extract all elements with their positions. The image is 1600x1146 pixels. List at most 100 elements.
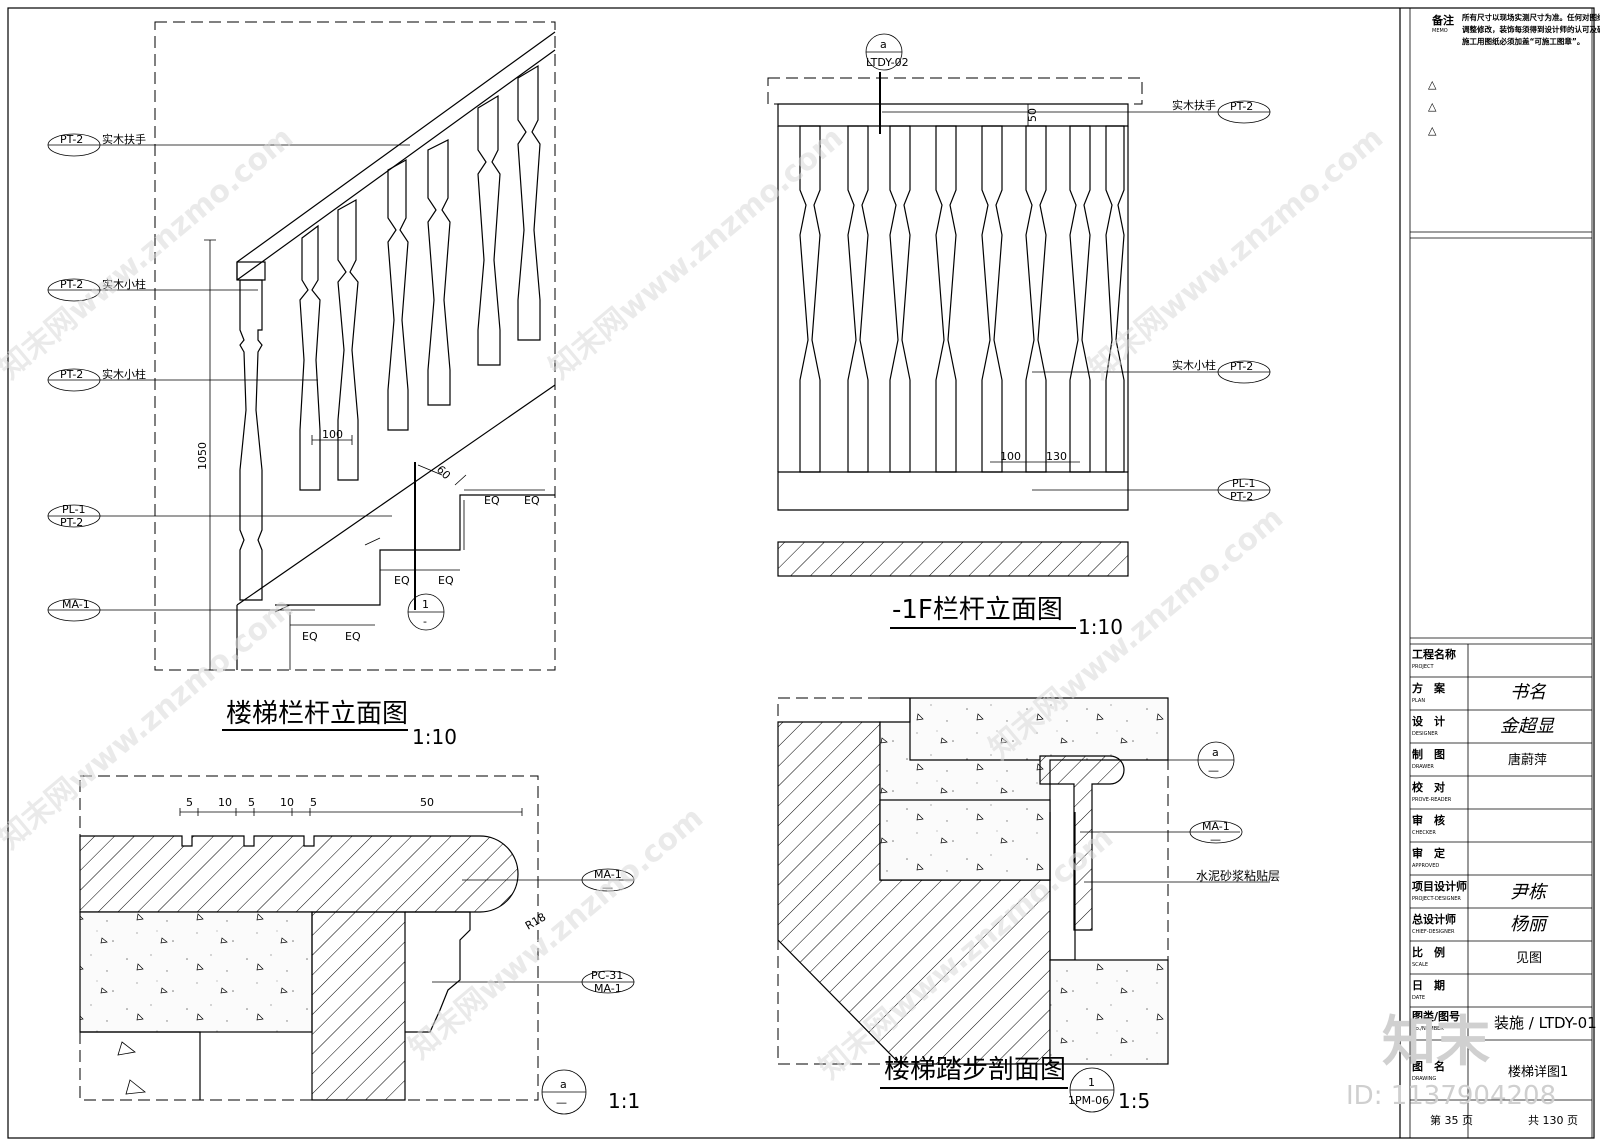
stair-elevation-scale: 1:10 xyxy=(412,725,457,749)
stair-dim-eq-5: EQ xyxy=(484,494,500,507)
memo-line-2: 调整修改，装饰每须得到设计师的认可及确认。 xyxy=(1462,24,1600,34)
tb-row-plan-label: 方 案 xyxy=(1412,681,1446,695)
tread-dim-5c: 5 xyxy=(310,796,317,809)
section-detail-marker-bottom: — xyxy=(1208,764,1219,777)
tread-tag-ma1-sub: — xyxy=(602,881,613,894)
tb-row-projdesigner-sub: PROJECT-DESIGNER xyxy=(1412,896,1461,902)
tread-tag-ma1: MA-1 xyxy=(594,868,622,881)
tread-detail-marker-top: a xyxy=(560,1078,567,1091)
stair-dim-eq-1: EQ xyxy=(302,630,318,643)
tb-row-number-sub: No./NUMBER xyxy=(1412,1026,1444,1032)
rail-elevation-drawing xyxy=(767,33,1143,577)
tag-pl1: PL-1 xyxy=(62,503,86,516)
stair-dim-100: 100 xyxy=(322,428,343,441)
rail-tag-pl1: PL-1 xyxy=(1232,477,1256,490)
tread-detail-leaders xyxy=(432,868,635,994)
stair-dim-eq-3: EQ xyxy=(394,574,410,587)
tb-row-prove-label: 校 对 xyxy=(1412,780,1445,794)
rail-tag-baluster-note: 实木小柱 xyxy=(1172,358,1216,372)
stair-dim-1050: 1050 xyxy=(196,442,209,470)
tb-row-project-sub: PROJECT xyxy=(1412,664,1435,670)
rail-dim-130: 130 xyxy=(1046,450,1067,463)
rail-dim-100: 100 xyxy=(1000,450,1021,463)
revision-mark-3: △ xyxy=(1428,124,1437,137)
sheet-border xyxy=(7,7,1595,1139)
section-tag-ma1: MA-1 xyxy=(1202,820,1230,833)
tread-tag-pc31: PC-31 xyxy=(591,969,623,982)
rail-leaders xyxy=(882,100,1271,502)
watermark-logo: 知末 xyxy=(1382,1010,1490,1073)
section-detail-marker-top: a xyxy=(1212,746,1219,759)
rail-dim-50: 50 xyxy=(1026,108,1039,122)
tag-pt2-handrail-note: 实木扶手 xyxy=(102,132,146,146)
section-tag-ma1-sub: — xyxy=(1210,833,1221,846)
stair-dim-eq-2: EQ xyxy=(345,630,361,643)
revision-mark-1: △ xyxy=(1428,78,1437,91)
tb-row-chief-sub: CHIEF-DESIGNER xyxy=(1412,929,1455,935)
rail-elevation-title: -1F栏杆立面图 xyxy=(892,595,1063,625)
memo-label: 备注 xyxy=(1431,13,1454,27)
tb-row-scale-value: 见图 xyxy=(1516,951,1542,966)
tb-row-drawer-label: 制 图 xyxy=(1412,747,1445,761)
section-note-mortar: 水泥砂浆粘贴层 xyxy=(1196,868,1280,883)
stair-dim-eq-4: EQ xyxy=(438,574,454,587)
tag-ma1: MA-1 xyxy=(62,598,90,611)
title-block-rows xyxy=(1410,676,1592,1101)
tb-row-checker-label: 审 核 xyxy=(1412,813,1445,827)
tread-dim-5b: 5 xyxy=(248,796,255,809)
memo-line-1: 所有尺寸以现场实测尺寸为准。任何对图纸的 xyxy=(1462,12,1600,22)
stair-leaders xyxy=(47,133,445,631)
tb-row-approved-label: 审 定 xyxy=(1412,846,1445,860)
tread-dim-10a: 10 xyxy=(218,796,232,809)
rail-marker-top: a xyxy=(880,38,887,51)
tb-row-plan-signature: 书名 xyxy=(1510,682,1547,703)
tb-row-drawer-sub: DRAWER xyxy=(1412,764,1434,770)
tag-pt2-baluster-note: 实木小柱 xyxy=(102,367,146,381)
revision-mark-2: △ xyxy=(1428,100,1437,113)
memo-line-3: 施工用图纸必须加盖“可施工图章”。 xyxy=(1462,36,1584,46)
stair-section-marker-bottom: - xyxy=(423,615,427,628)
section-marker-bottom: 1PM-06 xyxy=(1068,1094,1109,1107)
tb-row-designer-signature: 金超显 xyxy=(1500,716,1555,737)
tread-section-drawing xyxy=(777,697,1235,1113)
tag-pt2-newel: PT-2 xyxy=(60,278,83,291)
tag-pt2-baluster: PT-2 xyxy=(60,368,83,381)
stair-section-marker-top: 1 xyxy=(422,598,429,611)
tread-detail-marker-bottom: — xyxy=(556,1096,567,1109)
tread-detail-scale: 1:1 xyxy=(608,1089,640,1113)
title-block-frame xyxy=(1399,8,1593,1138)
tread-section-title: 楼梯踏步剖面图 xyxy=(884,1055,1066,1085)
watermark-text-3: 知末网www.znzmo.com xyxy=(1083,120,1390,386)
tread-tag-pc31-sub: MA-1 xyxy=(594,982,622,995)
tread-detail-drawing xyxy=(79,775,587,1115)
tb-row-checker-sub: CHECKER xyxy=(1412,830,1436,836)
tag-pt2-handrail: PT-2 xyxy=(60,133,83,146)
stair-elevation-title: 楼梯栏杆立面图 xyxy=(226,699,408,729)
rail-tag-pt2-handrail: PT-2 xyxy=(1230,100,1253,113)
tb-row-projdesigner-label: 项目设计师 xyxy=(1412,879,1467,893)
rail-tag-handrail-note: 实木扶手 xyxy=(1172,98,1216,112)
tread-section-scale: 1:5 xyxy=(1118,1089,1150,1113)
tb-row-approved-sub: APPROVED xyxy=(1412,863,1439,869)
tb-row-projdesigner-signature: 尹栋 xyxy=(1510,882,1549,903)
tb-page-total: 共 130 页 xyxy=(1528,1114,1578,1127)
tb-row-scale-label: 比 例 xyxy=(1412,945,1445,959)
rail-tag-pt2-baluster: PT-2 xyxy=(1230,360,1253,373)
memo-sub: MEMO xyxy=(1432,28,1448,34)
tread-dim-5a: 5 xyxy=(186,796,193,809)
tb-row-drawer-value: 唐蔚萍 xyxy=(1508,752,1547,768)
watermark-id: ID: 1137904208 xyxy=(1346,1081,1556,1111)
stair-elevation-drawing xyxy=(154,21,556,671)
tb-row-date-label: 日 期 xyxy=(1412,978,1445,992)
tb-row-number-label: 图类/图号 xyxy=(1412,1009,1460,1023)
stair-dim-60: 60 xyxy=(434,463,453,482)
rail-tag-pl1-sub: PT-2 xyxy=(1230,490,1253,503)
tag-pl1-sub: PT-2 xyxy=(60,516,83,529)
tb-row-project-label: 工程名称 xyxy=(1412,647,1456,661)
tb-row-number-value: 装施 / LTDY-01 xyxy=(1494,1014,1597,1032)
tread-dim-50: 50 xyxy=(420,796,434,809)
tb-row-plan-sub: PLAN xyxy=(1412,698,1425,704)
section-marker-top: 1 xyxy=(1088,1076,1095,1089)
watermark-text-1: 知末网www.znzmo.com xyxy=(0,120,300,386)
